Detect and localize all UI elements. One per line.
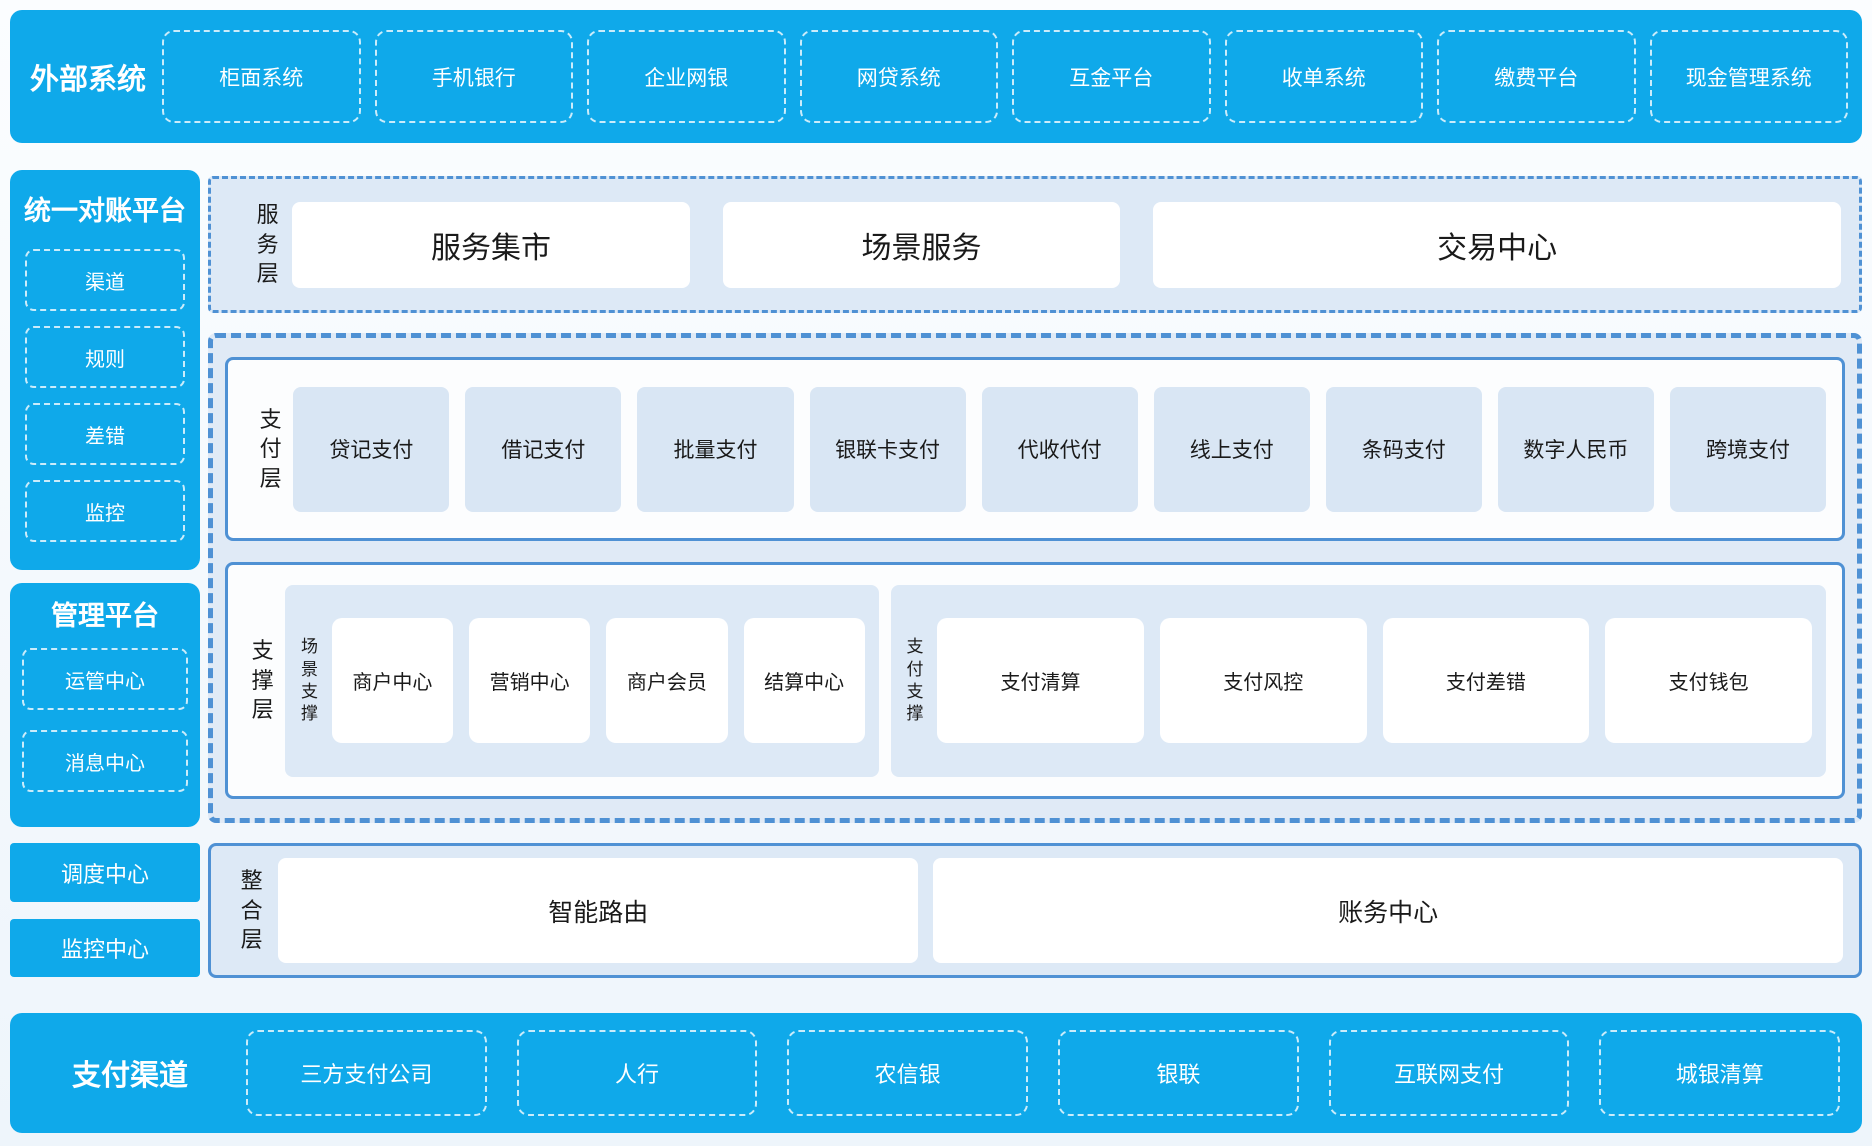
core-layers-container: 支付层 贷记支付 借记支付 批量支付 银联卡支付 代收代付 线上支付 条码支付 … [208,333,1862,823]
payment-item: 线上支付 [1153,386,1310,512]
scene-support-label: 场景支撑 [300,637,318,723]
main-column: 服务层 服务集市 场景服务 交易中心 支付层 贷记支付 借记支付 批量支付 银联… [208,143,1862,978]
support-item: 支付差错 [1382,618,1590,744]
external-system-box: 柜面系统 [162,30,361,123]
payment-channel-box: 农信银 [787,1030,1029,1116]
external-systems-bar: 外部系统 柜面系统 手机银行 企业网银 网贷系统 互金平台 收单系统 缴费平台 … [10,10,1862,143]
payment-item: 贷记支付 [293,386,450,512]
service-item: 交易中心 [1153,201,1841,288]
external-system-box: 手机银行 [374,30,573,123]
payment-layer-label: 支付层 [259,406,282,491]
integration-layer-items: 智能路由 账务中心 [278,858,1843,963]
external-system-box: 收单系统 [1224,30,1423,123]
support-item: 结算中心 [743,618,865,744]
management-platform-title: 管理平台 [51,601,159,631]
middle-section: 统一对账平台 渠道 规则 差错 监控 管理平台 运管中心 消息中心 调度中心 监… [10,143,1862,978]
support-layer-label: 支撑层 [251,638,274,723]
scene-support-items: 商户中心 营销中心 商户会员 结算中心 [331,618,865,744]
reconciliation-item: 监控 [25,480,185,542]
external-systems-title: 外部系统 [29,63,146,96]
service-layer-items: 服务集市 场景服务 交易中心 [292,201,1841,288]
integration-layer: 整合层 智能路由 账务中心 [208,843,1862,978]
payment-item: 银联卡支付 [809,386,966,512]
scheduling-center-block: 调度中心 [10,843,200,902]
external-system-box: 网贷系统 [799,30,998,123]
service-layer-label: 服务层 [256,201,279,287]
payment-channels-bar: 支付渠道 三方支付公司 人行 农信银 银联 互联网支付 城银清算 [10,1013,1862,1133]
reconciliation-item: 规则 [25,326,185,388]
reconciliation-item: 差错 [25,403,185,465]
payment-item: 批量支付 [637,386,794,512]
payment-channels-title: 支付渠道 [71,1060,188,1092]
payment-support-label: 支付支撑 [906,637,924,723]
payment-channels-items: 三方支付公司 人行 农信银 银联 互联网支付 城银清算 [246,1030,1841,1116]
service-item: 服务集市 [292,201,690,288]
payment-support-items: 支付清算 支付风控 支付差错 支付钱包 [937,618,1812,744]
monitoring-center-block: 监控中心 [10,919,200,977]
payment-layer-items: 贷记支付 借记支付 批量支付 银联卡支付 代收代付 线上支付 条码支付 数字人民… [293,386,1826,512]
reconciliation-platform-title: 统一对账平台 [24,196,186,226]
support-layer-groups: 场景支撑 商户中心 营销中心 商户会员 结算中心 支付支撑 支付清算 [285,584,1826,777]
left-sidebar: 统一对账平台 渠道 规则 差错 监控 管理平台 运管中心 消息中心 调度中心 监… [10,143,200,978]
support-item: 支付风控 [1159,618,1367,744]
reconciliation-platform-block: 统一对账平台 渠道 规则 差错 监控 [10,170,200,570]
management-item: 消息中心 [22,730,188,792]
payment-channel-box: 银联 [1058,1030,1299,1116]
integration-item: 智能路由 [278,858,919,963]
external-system-box: 互金平台 [1012,30,1211,123]
payment-item: 条码支付 [1325,386,1482,512]
external-systems-items: 柜面系统 手机银行 企业网银 网贷系统 互金平台 收单系统 缴费平台 现金管理系… [162,30,1848,123]
management-platform-block: 管理平台 运管中心 消息中心 [10,583,200,827]
service-item: 场景服务 [722,201,1121,288]
support-item: 商户中心 [331,618,453,744]
integration-item: 账务中心 [933,858,1843,963]
support-item: 支付清算 [937,618,1144,744]
integration-layer-label: 整合层 [240,867,263,953]
reconciliation-item: 渠道 [25,249,185,311]
scene-support-group: 场景支撑 商户中心 营销中心 商户会员 结算中心 [285,584,879,777]
management-item: 运管中心 [22,648,188,710]
support-item: 营销中心 [468,618,591,744]
payment-channel-box: 三方支付公司 [246,1030,487,1116]
payment-item: 借记支付 [465,386,622,512]
payment-item: 代收代付 [981,386,1138,512]
payment-channel-box: 城银清算 [1599,1030,1841,1116]
support-item: 商户会员 [606,618,728,744]
payment-item: 数字人民币 [1497,386,1654,512]
service-layer: 服务层 服务集市 场景服务 交易中心 [208,176,1862,313]
payment-channel-box: 人行 [516,1030,758,1116]
payment-layer: 支付层 贷记支付 借记支付 批量支付 银联卡支付 代收代付 线上支付 条码支付 … [225,357,1845,542]
external-system-box: 企业网银 [587,30,786,123]
support-layer: 支撑层 场景支撑 商户中心 营销中心 商户会员 结算中心 [225,562,1845,799]
support-item: 支付钱包 [1605,618,1812,744]
payment-channel-box: 互联网支付 [1328,1030,1570,1116]
external-system-box: 缴费平台 [1437,30,1636,123]
external-system-box: 现金管理系统 [1649,30,1848,123]
payment-support-group: 支付支撑 支付清算 支付风控 支付差错 支付钱包 [890,584,1826,777]
payment-item: 跨境支付 [1669,386,1826,512]
